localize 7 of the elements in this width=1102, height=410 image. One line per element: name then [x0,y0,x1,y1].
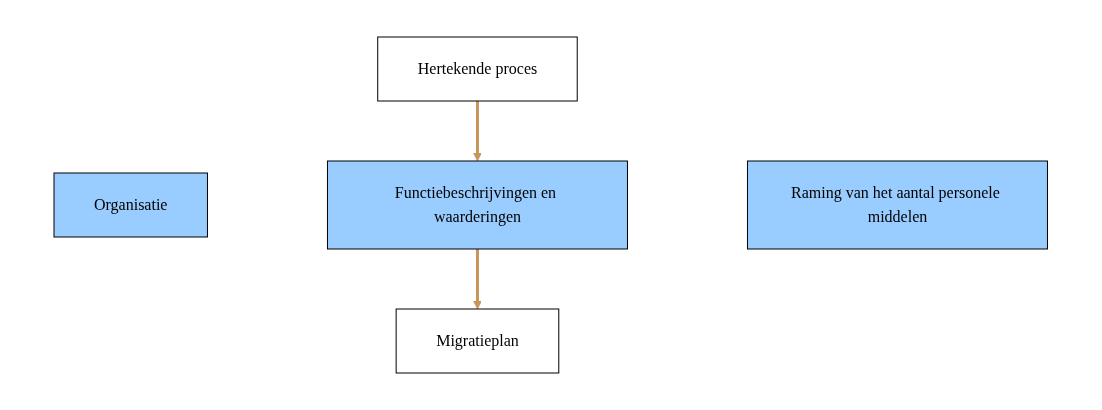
node-box: Organisatie [53,172,209,238]
arrow [473,101,483,162]
node-box: Raming van het aantal personele middelen [747,160,1049,250]
node-box: Migratieplan [395,308,560,374]
node-box: Functiebeschrijvingen en waarderingen [327,160,629,250]
arrow [473,249,483,310]
node-box: Hertekende proces [377,36,578,102]
